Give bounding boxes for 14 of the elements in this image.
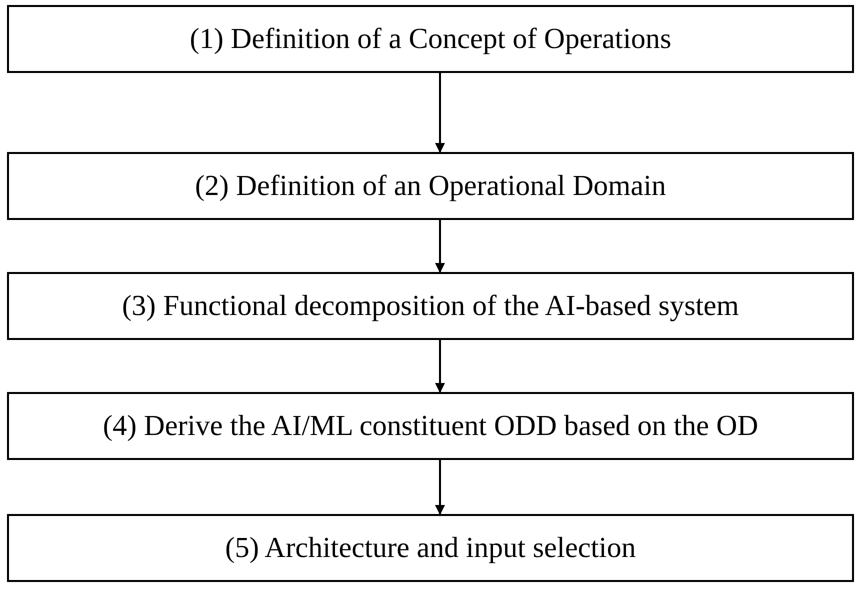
process-box (7, 514, 854, 582)
process-box (7, 5, 854, 73)
arrow (435, 460, 445, 515)
process-box (7, 152, 854, 220)
step-label: (3) Functional decomposition of the AI-based system (122, 290, 739, 322)
step-label: (2) Definition of an Operational Domain (194, 170, 666, 202)
process-box (7, 272, 854, 340)
arrow (435, 340, 445, 393)
arrow (435, 220, 445, 273)
step-label: (1) Definition of a Concept of Operations (190, 22, 672, 56)
process-box (7, 392, 854, 460)
step-label: (4) Derive the AI/ML constituent ODD based on the OD (102, 410, 758, 442)
arrow (435, 73, 445, 153)
step-label: (5) Architecture and input selection (225, 532, 636, 564)
